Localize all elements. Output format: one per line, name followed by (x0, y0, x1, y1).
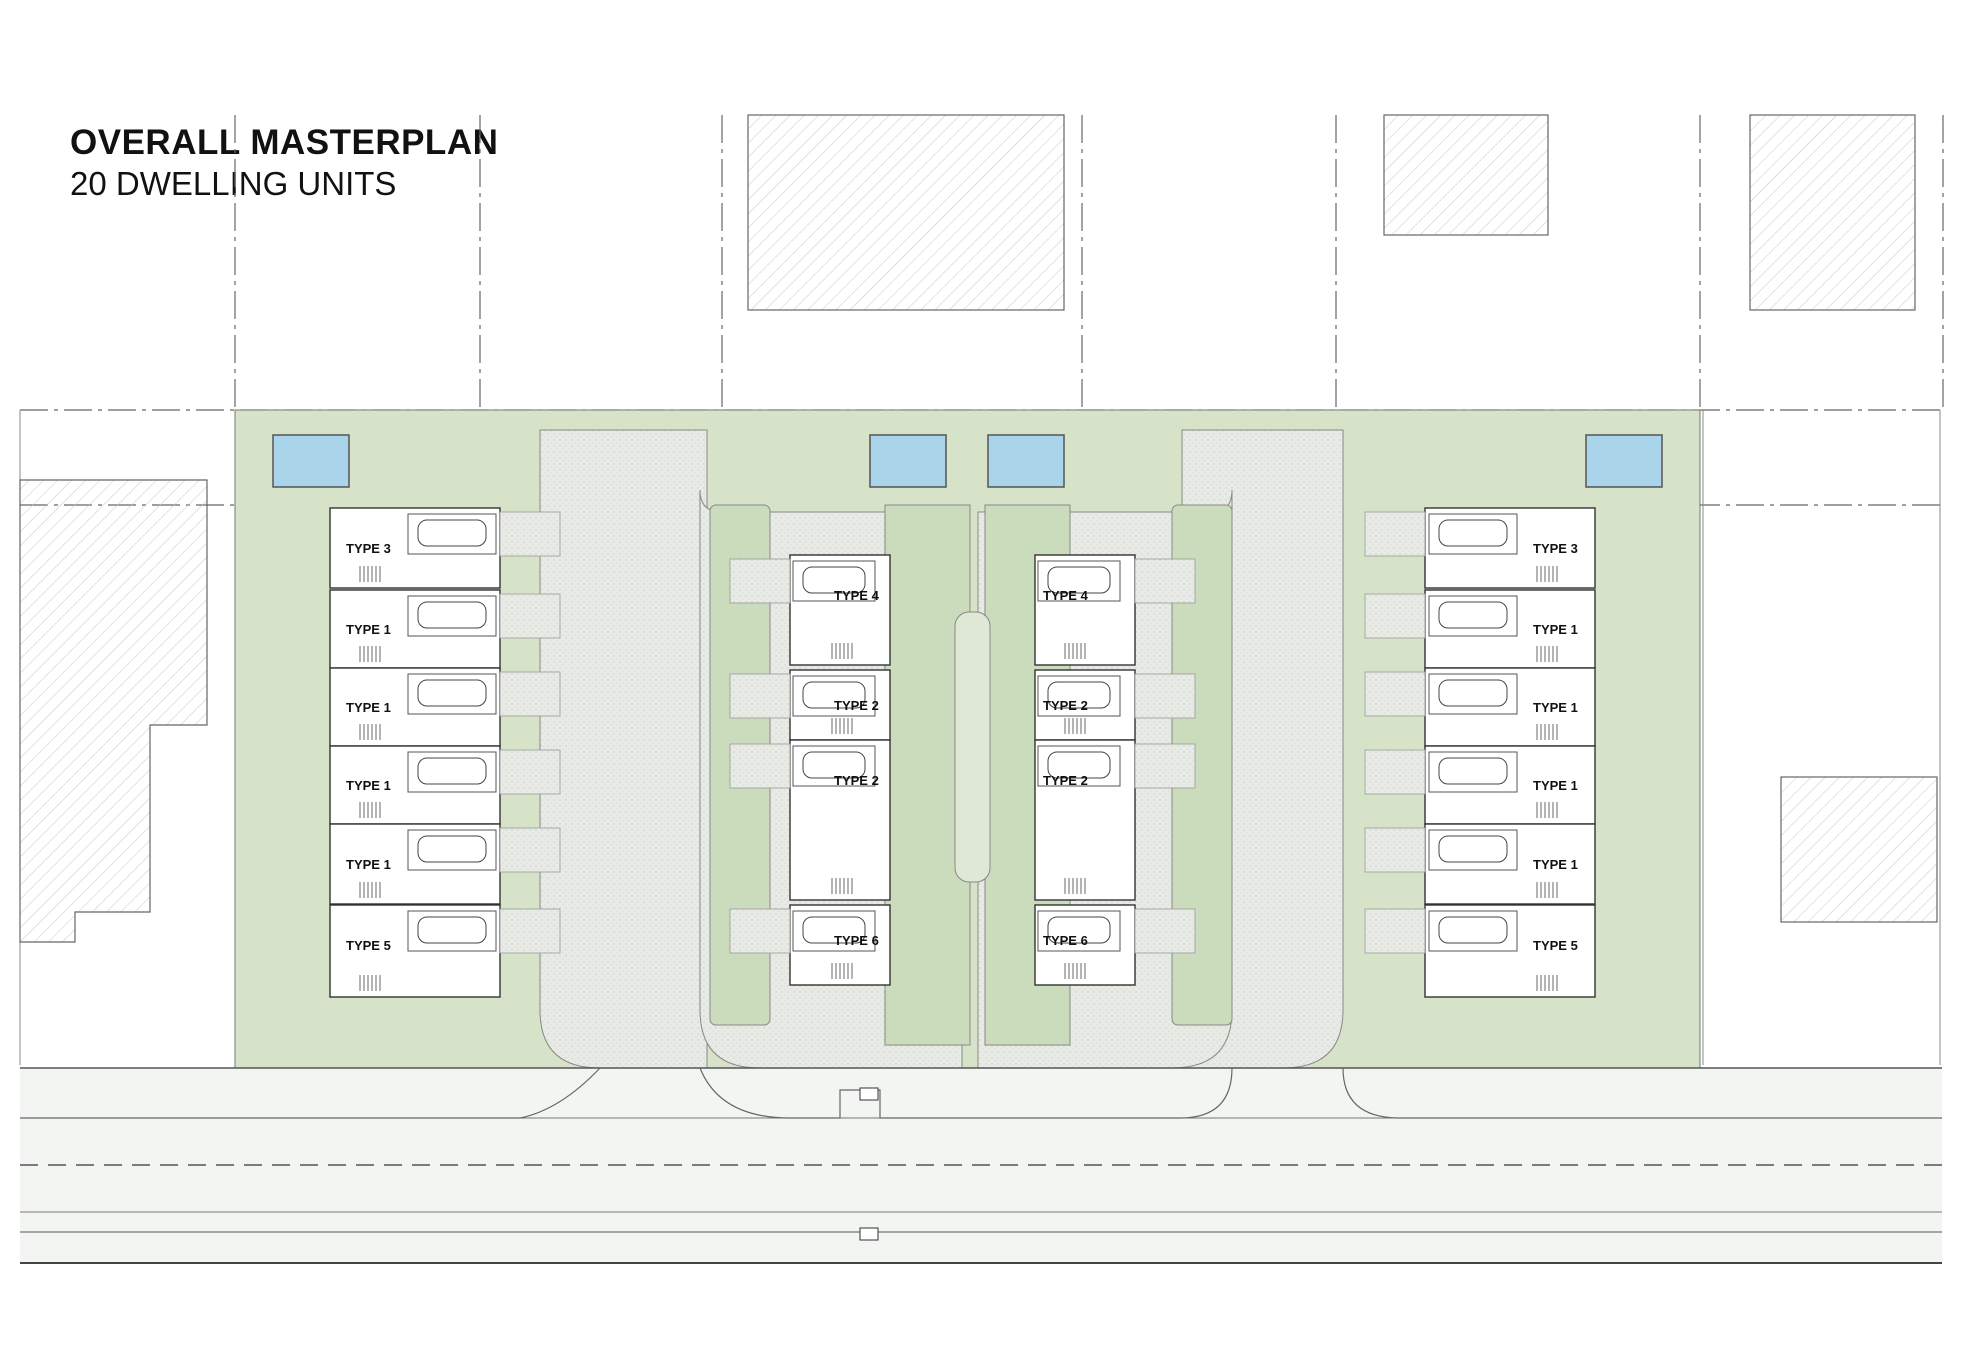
dwelling-unit: TYPE 4 (729, 554, 891, 666)
car-icon (417, 916, 487, 944)
unit-type-label: TYPE 6 (834, 933, 879, 948)
unit-type-label: TYPE 2 (1043, 773, 1088, 788)
car-icon (802, 751, 866, 779)
unit-type-label: TYPE 1 (1533, 857, 1578, 872)
unit-type-label: TYPE 6 (1043, 933, 1088, 948)
dwelling-unit: TYPE 6 (729, 904, 891, 986)
title-block: OVERALL MASTERPLAN 20 DWELLING UNITS (70, 122, 498, 204)
pool-icon (272, 434, 350, 488)
unit-type-label: TYPE 2 (834, 773, 879, 788)
dwelling-unit: TYPE 2 (729, 669, 891, 741)
unit-type-label: TYPE 1 (1533, 700, 1578, 715)
car-icon (802, 916, 866, 944)
unit-type-label: TYPE 3 (346, 541, 391, 556)
dwelling-unit: TYPE 3 (1364, 507, 1596, 589)
street (20, 1067, 1942, 1264)
unit-type-label: TYPE 1 (1533, 778, 1578, 793)
dwelling-unit: TYPE 1 (329, 823, 561, 905)
car-icon (1438, 916, 1508, 944)
car-icon (1438, 835, 1508, 863)
car-icon (1438, 757, 1508, 785)
dwelling-unit: TYPE 2 (729, 739, 891, 901)
dwelling-unit: TYPE 5 (1364, 904, 1596, 998)
dwelling-unit: TYPE 3 (329, 507, 561, 589)
car-icon (1047, 681, 1111, 709)
neighbour-buildings (19, 114, 1938, 943)
unit-type-label: TYPE 4 (834, 588, 880, 603)
landscape-strips (709, 504, 1233, 1046)
unit-type-label: TYPE 4 (1043, 588, 1089, 603)
unit-type-label: TYPE 1 (346, 700, 391, 715)
car-icon (1047, 566, 1111, 594)
unit-type-label: TYPE 2 (1043, 698, 1088, 713)
curb-returns (20, 1067, 1942, 1119)
car-icon (802, 681, 866, 709)
dwelling-unit: TYPE 2 (1034, 669, 1196, 741)
dwelling-unit: TYPE 1 (1364, 745, 1596, 825)
dwelling-unit: TYPE 1 (1364, 823, 1596, 905)
car-icon (802, 566, 866, 594)
car-icon (1047, 751, 1111, 779)
unit-type-label: TYPE 3 (1533, 541, 1578, 556)
unit-type-label: TYPE 1 (1533, 622, 1578, 637)
car-icon (417, 757, 487, 785)
pool-icon (987, 434, 1065, 488)
car-icon (417, 679, 487, 707)
unit-type-label: TYPE 1 (346, 778, 391, 793)
dwelling-unit: TYPE 4 (1034, 554, 1196, 666)
dwelling-unit: TYPE 1 (329, 667, 561, 747)
plan-subtitle: 20 DWELLING UNITS (70, 165, 397, 202)
car-icon (417, 835, 487, 863)
unit-type-label: TYPE 5 (346, 938, 391, 953)
plan-title: OVERALL MASTERPLAN (70, 123, 499, 162)
unit-type-label: TYPE 1 (346, 622, 391, 637)
dwelling-unit: TYPE 2 (1034, 739, 1196, 901)
dwelling-unit: TYPE 1 (329, 589, 561, 669)
dwelling-unit: TYPE 5 (329, 904, 561, 998)
dwelling-units: TYPE 3 TYPE 1 TYPE 1 TYPE 1 TYPE 1 TYPE 5 TYPE… (329, 507, 1596, 998)
car-icon (1047, 916, 1111, 944)
car-icon (417, 601, 487, 629)
dwelling-unit: TYPE 1 (1364, 589, 1596, 669)
unit-type-label: TYPE 1 (346, 857, 391, 872)
car-icon (417, 519, 487, 547)
car-icon (1438, 601, 1508, 629)
pool-icon (1585, 434, 1663, 488)
dwelling-unit: TYPE 6 (1034, 904, 1196, 986)
pools (272, 434, 1663, 488)
car-icon (1438, 519, 1508, 547)
unit-type-label: TYPE 2 (834, 698, 879, 713)
unit-type-label: TYPE 5 (1533, 938, 1578, 953)
car-icon (1438, 679, 1508, 707)
dwelling-unit: TYPE 1 (1364, 667, 1596, 747)
pool-icon (869, 434, 947, 488)
